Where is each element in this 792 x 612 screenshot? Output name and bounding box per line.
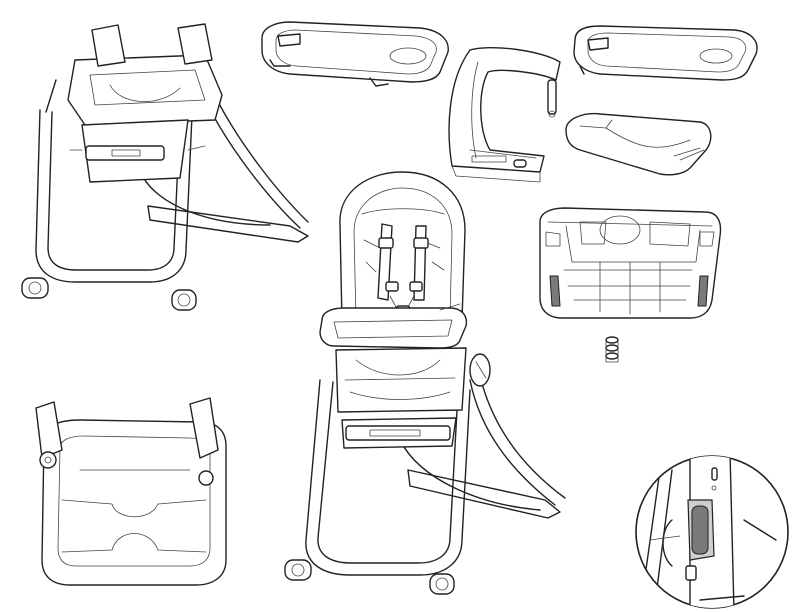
magnifier-detail-icon bbox=[635, 455, 789, 609]
tray-insert-icon bbox=[261, 21, 449, 87]
screw-set-icon bbox=[605, 336, 619, 363]
tray-arm-icon bbox=[448, 46, 561, 183]
booster-seat-icon bbox=[35, 397, 227, 586]
tray-top-icon bbox=[573, 25, 758, 81]
tray-bumper-icon bbox=[565, 112, 712, 176]
highchair-frame-icon bbox=[21, 23, 309, 311]
highchair-icon bbox=[284, 171, 566, 595]
tray-underside-icon bbox=[539, 207, 722, 319]
